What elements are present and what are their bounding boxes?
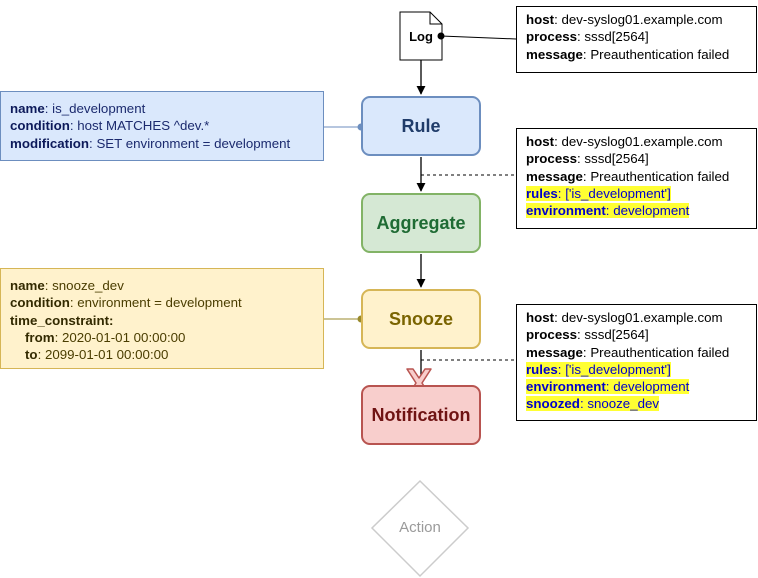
field-host: host: dev-syslog01.example.com: [526, 310, 723, 325]
snooze-condition: condition: environment = development: [10, 295, 242, 311]
field-host: host: dev-syslog01.example.com: [526, 12, 723, 27]
field-message: message: Preauthentication failed: [526, 46, 730, 62]
field-environment: environment: development: [526, 203, 690, 219]
snooze-name: name: snooze_dev: [10, 278, 124, 293]
snooze-to: to: 2099-01-01 00:00:00: [25, 347, 169, 363]
field-host: host: dev-syslog01.example.com: [526, 134, 723, 149]
field-process: process: sssd[2564]: [526, 29, 649, 45]
after-rule-note: host: dev-syslog01.example.com process: …: [516, 128, 757, 229]
action-diamond: [370, 479, 470, 578]
snooze-time-constraint: time_constraint:: [10, 312, 114, 328]
aggregate-node-label: Aggregate: [376, 212, 466, 233]
rule-config-note: name: is_development condition: host MAT…: [0, 91, 324, 161]
notification-node[interactable]: Notification: [361, 385, 481, 445]
notification-node-label: Notification: [371, 404, 471, 425]
field-process: process: sssd[2564]: [526, 151, 649, 167]
log-node-label: Log: [409, 29, 433, 44]
field-rules: rules: ['is_development']: [526, 185, 671, 201]
log-connector-dot: [437, 32, 445, 40]
rule-node-label: Rule: [401, 115, 441, 136]
snooze-from: from: 2020-01-01 00:00:00: [25, 329, 186, 345]
snooze-node[interactable]: Snooze: [361, 289, 481, 349]
field-rules: rules: ['is_development']: [526, 361, 671, 377]
field-snoozed: snoozed: snooze_dev: [526, 396, 660, 412]
rule-modification: modification: SET environment = developm…: [10, 135, 291, 151]
log-note-connector: [440, 35, 517, 40]
log-message-note: host: dev-syslog01.example.com process: …: [516, 6, 757, 73]
rule-name: name: is_development: [10, 101, 146, 116]
field-environment: environment: development: [526, 379, 690, 395]
rule-condition: condition: host MATCHES ^dev.*: [10, 118, 210, 134]
field-message: message: Preauthentication failed: [526, 344, 730, 360]
snooze-config-note: name: snooze_dev condition: environment …: [0, 268, 324, 369]
after-snooze-note: host: dev-syslog01.example.com process: …: [516, 304, 757, 421]
aggregate-node[interactable]: Aggregate: [361, 193, 481, 253]
field-process: process: sssd[2564]: [526, 327, 649, 343]
rule-node[interactable]: Rule: [361, 96, 481, 156]
action-node-label: Action: [399, 519, 441, 536]
log-document-fold: [429, 12, 442, 25]
field-message: message: Preauthentication failed: [526, 168, 730, 184]
snooze-node-label: Snooze: [388, 308, 453, 329]
